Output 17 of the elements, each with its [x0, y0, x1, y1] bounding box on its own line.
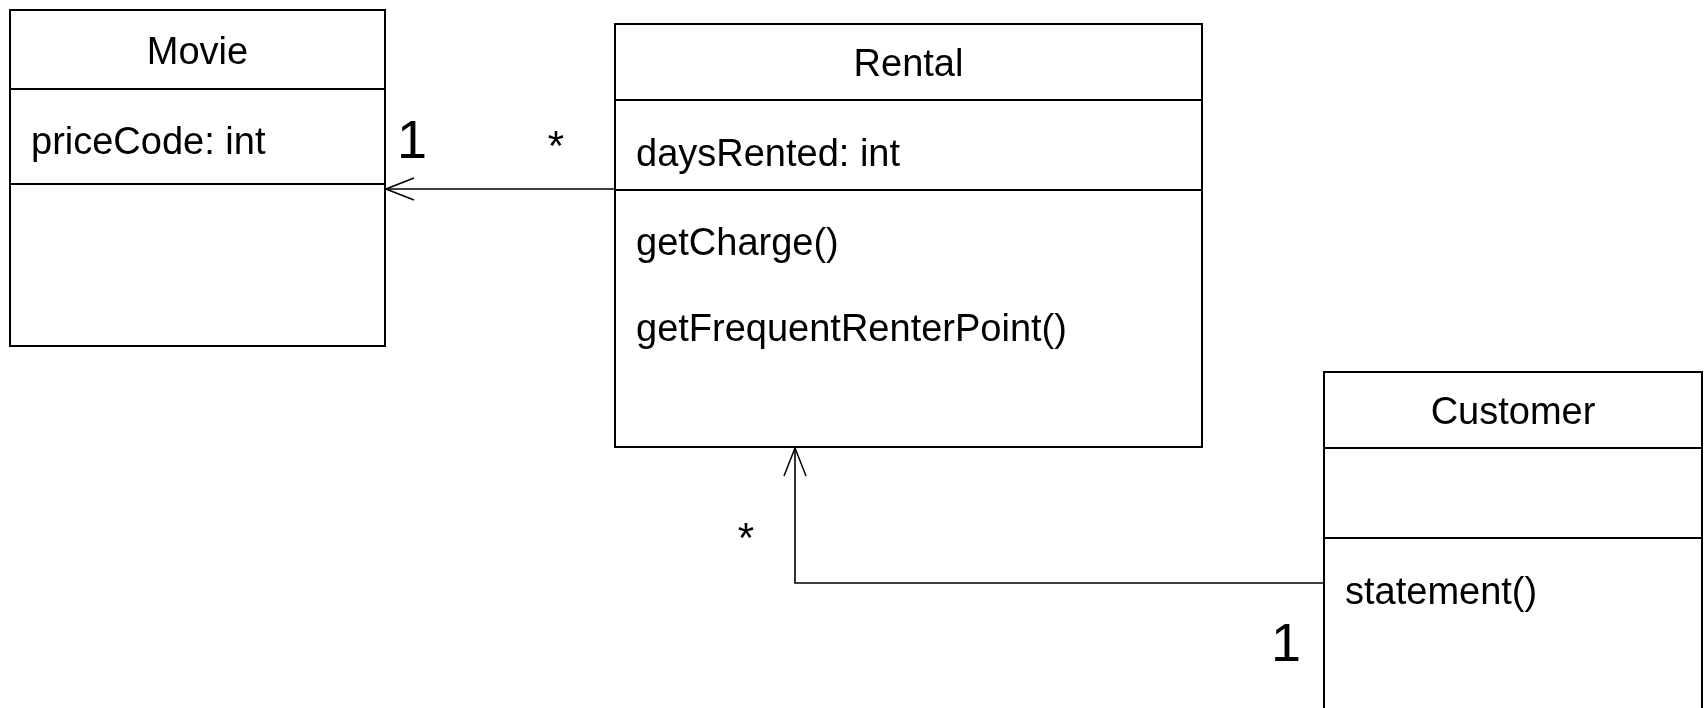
class-member: daysRented: int: [636, 131, 901, 176]
multiplicity-label: *: [547, 125, 565, 167]
multiplicity-label: 1: [1271, 615, 1301, 669]
multiplicity-label: 1: [397, 112, 427, 166]
class-name: Customer: [1429, 389, 1597, 434]
class-member: getCharge(): [636, 220, 839, 265]
class-member: statement(): [1345, 569, 1538, 614]
class-member: getFrequentRenterPoint(): [636, 306, 1067, 351]
class-box: [9, 9, 386, 347]
class-box: [614, 23, 1203, 448]
association-arrow: [385, 177, 615, 201]
multiplicity-label: *: [737, 517, 755, 559]
class-name: Movie: [145, 29, 250, 74]
class-member: priceCode: int: [31, 119, 266, 164]
class-name: Rental: [852, 41, 965, 86]
association-arrow: [783, 447, 1324, 584]
class-box: [1323, 371, 1703, 708]
